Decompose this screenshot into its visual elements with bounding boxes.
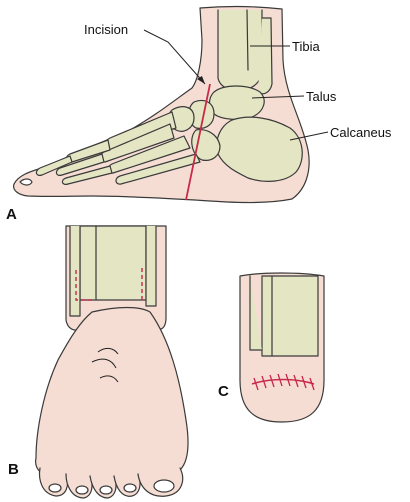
toenail <box>20 179 32 185</box>
panel-a-foot-lateral <box>14 7 310 203</box>
panel-c-stump: C <box>218 273 324 422</box>
incision-label: Incision <box>84 22 128 37</box>
panel-b-foot-anterior: B <box>8 226 188 498</box>
foot-skin-anterior <box>36 308 188 479</box>
calcaneus-label: Calcaneus <box>330 125 392 140</box>
fibula-anterior-left <box>70 226 80 316</box>
toenail-2 <box>76 486 88 494</box>
toenail-big <box>154 480 174 492</box>
panel-c-letter: C <box>218 383 229 400</box>
stump-tibia <box>262 276 318 356</box>
fibula-anterior-right <box>146 226 156 306</box>
talus-bone <box>210 86 265 119</box>
tibia-bone <box>218 10 262 91</box>
talus-label: Talus <box>306 89 337 104</box>
toenail-1 <box>49 484 61 492</box>
tibia-anterior <box>80 226 146 300</box>
panel-a-letter: A <box>6 206 17 223</box>
toenail-3 <box>100 486 112 494</box>
toenail-4 <box>124 484 136 492</box>
panel-b-letter: B <box>8 461 19 478</box>
tibia-label: Tibia <box>292 39 320 54</box>
incision-leader <box>144 30 205 84</box>
